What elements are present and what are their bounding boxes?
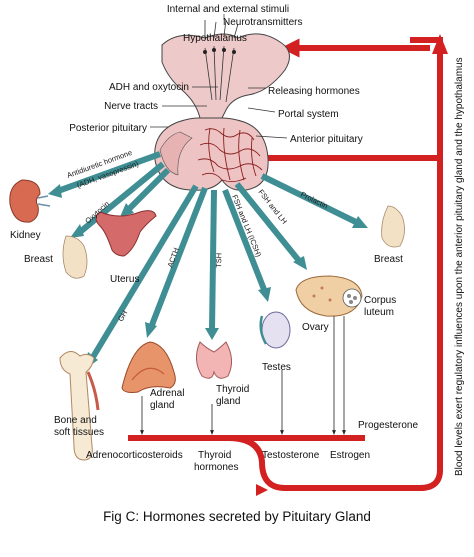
- testes-icon: [259, 311, 291, 349]
- portal-system-label: Portal system: [278, 109, 339, 120]
- feedback-return-path: [227, 37, 443, 491]
- releasing-hormones-label: Releasing hormones: [268, 86, 360, 97]
- testosterone-label: Testosterone: [262, 450, 320, 461]
- figure-caption: Fig C: Hormones secreted by Pituitary Gl…: [103, 509, 371, 524]
- hypothalamus-label: Hypothalamus: [183, 33, 247, 44]
- estrogen-label: Estrogen: [330, 450, 370, 461]
- adrenal-icon: [121, 341, 176, 393]
- tsh-label: TSH: [214, 253, 224, 268]
- feedback-arrowhead: [256, 484, 268, 496]
- adrenal-label-line2: gland: [150, 400, 174, 411]
- uterus-label: Uterus: [110, 274, 139, 285]
- feedback-up-arrowhead: [432, 34, 448, 54]
- side-note: Blood levels exert regulatory influences…: [454, 57, 465, 476]
- portal-network: [197, 127, 263, 183]
- fsh-lh-arrow: [234, 182, 303, 264]
- hypothalamus: [161, 19, 290, 119]
- bone-label-line1: Bone and: [54, 415, 97, 426]
- thyroid-gland-label-line2: gland: [216, 396, 240, 407]
- breast-right-icon: [381, 205, 405, 248]
- adh-arrow: [56, 151, 162, 194]
- feedback-loop: [128, 37, 443, 491]
- hormone-arrows: [48, 151, 368, 370]
- posterior-pituitary-label: Posterior pituitary: [69, 123, 147, 134]
- breast-right-label: Breast: [374, 254, 403, 265]
- thyroid-hormones-label-line1: Thyroid: [198, 450, 231, 461]
- stimuli-label: Internal and external stimuli: [167, 4, 289, 15]
- fsh-lh-icsh-arrow: [222, 188, 268, 294]
- neurotransmitters-label: Neurotransmitters: [223, 17, 302, 28]
- breast-left-label: Breast: [24, 254, 53, 265]
- ovary-icon: [295, 275, 363, 317]
- kidney-icon: [9, 179, 51, 223]
- oxytocin-to-breast-arrow: [78, 161, 165, 235]
- adrenocorticosteroids-label: Adrenocorticosteroids: [86, 450, 183, 461]
- bone-label-line2: soft tissues: [54, 427, 104, 438]
- thyroid-icon: [196, 341, 232, 379]
- anterior-pituitary-label: Anterior pituitary: [290, 134, 363, 145]
- gh-arrow: [87, 184, 199, 364]
- kidney-label: Kidney: [10, 230, 41, 241]
- corpus-luteum-label-line1: Corpus: [364, 295, 396, 306]
- oxytocin-to-uterus-arrow: [125, 167, 171, 213]
- prolactin-arrow: [260, 173, 362, 227]
- pituitary-gland: [154, 117, 269, 191]
- nerve-tracts-label: Nerve tracts: [104, 101, 158, 112]
- uterus-icon: [95, 210, 157, 257]
- prolactin-label: Prolactin: [299, 190, 329, 211]
- fsh-lh-label: FSH and LH: [256, 188, 289, 226]
- ovary-label: Ovary: [302, 322, 329, 333]
- posterior-lobe: [159, 131, 193, 176]
- testes-label: Testes: [262, 362, 291, 373]
- corpus-luteum-label-line2: luteum: [364, 307, 394, 318]
- product-lines: [140, 316, 346, 435]
- acth-arrow: [147, 186, 208, 332]
- label-leaders: [150, 14, 288, 139]
- thyroid-gland-label-line1: Thyroid: [216, 384, 249, 395]
- bone-icon: [59, 351, 100, 461]
- thyroid-hormones-label-line2: hormones: [194, 462, 238, 473]
- adrenal-label-line1: Adrenal: [150, 388, 184, 399]
- adh-oxytocin-label: ADH and oxytocin: [109, 82, 189, 93]
- progesterone-label: Progesterone: [358, 420, 418, 431]
- breast-left-icon: [62, 235, 88, 279]
- tsh-arrow: [209, 189, 217, 331]
